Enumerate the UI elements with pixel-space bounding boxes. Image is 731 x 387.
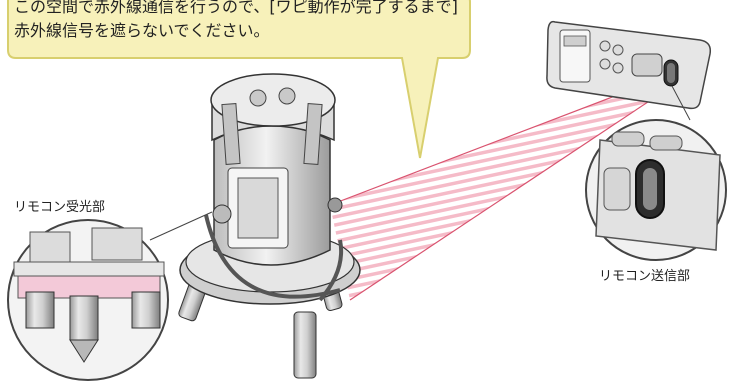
transmitter-label: リモコン送信部 — [599, 269, 691, 284]
receiver-zoom — [7, 211, 213, 381]
callout-bubble — [7, 0, 471, 159]
laser-level — [178, 73, 361, 379]
infrared-beam — [330, 78, 672, 300]
transmitter-zoom — [585, 85, 727, 261]
callout-line-1: この空間で赤外線通信を行うので、[ワピ動作が完了するまで] — [14, 0, 458, 16]
callout-text: この空間で赤外線通信を行うので、[ワピ動作が完了するまで] 赤外線信号を遮らない… — [14, 0, 458, 43]
callout-line-2: 赤外線信号を遮らないでください。 — [14, 21, 270, 40]
receiver-label: リモコン受光部 — [14, 200, 106, 215]
remote-controller — [546, 20, 712, 110]
